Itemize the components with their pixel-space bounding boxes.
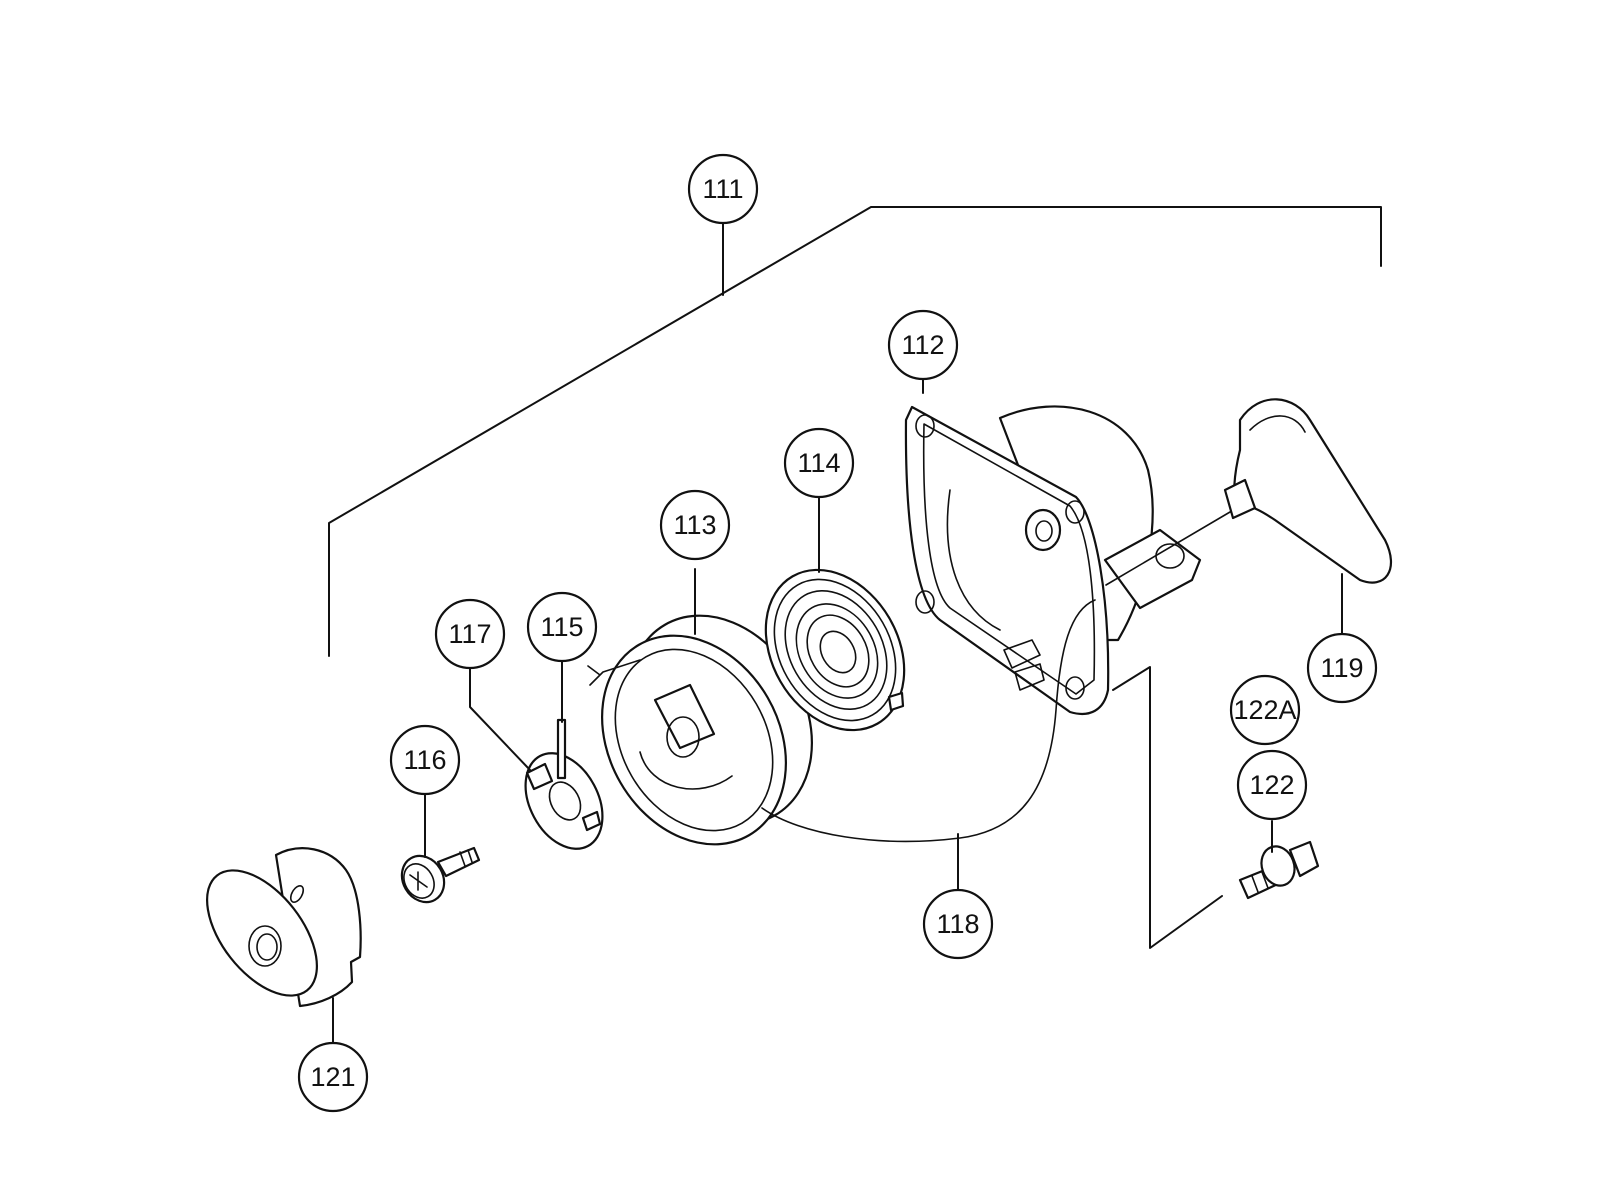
callout-121-text: 121 xyxy=(310,1062,355,1092)
callout-119: 119 xyxy=(1306,632,1378,704)
part-112-starter-case xyxy=(904,405,1202,716)
part-119-starter-handle xyxy=(1223,398,1393,584)
callout-111-text: 111 xyxy=(702,174,743,204)
part-113-reel xyxy=(587,614,813,846)
callout-115: 115 xyxy=(526,591,598,663)
callout-111: 111 xyxy=(687,153,759,225)
callout-122-text: 122 xyxy=(1249,770,1294,800)
callout-117: 117 xyxy=(434,598,506,670)
part-117-ratchet xyxy=(524,752,604,850)
callout-117-text: 117 xyxy=(448,619,491,649)
callout-112: 112 xyxy=(887,309,959,381)
callout-118: 118 xyxy=(922,888,994,960)
callout-114-text: 114 xyxy=(797,448,840,478)
callout-122a-text: 122A xyxy=(1233,695,1296,725)
part-116-screw xyxy=(400,846,481,904)
part-115-pawl-pin xyxy=(556,718,567,780)
callout-113: 113 xyxy=(659,489,731,561)
callout-119-text: 119 xyxy=(1320,653,1363,683)
leader-lines xyxy=(332,378,1343,1045)
part-121-pulley-hub xyxy=(206,847,362,1008)
callout-115-text: 115 xyxy=(540,612,583,642)
callout-116: 116 xyxy=(389,724,461,796)
assembly-bracket-111 xyxy=(328,206,1382,657)
callout-122a: 122A xyxy=(1229,674,1301,746)
part-118-starter-rope xyxy=(761,511,1231,843)
callout-114: 114 xyxy=(783,427,855,499)
callout-113-text: 113 xyxy=(673,510,716,540)
part-122-bolt xyxy=(1238,840,1320,900)
callout-118-text: 118 xyxy=(936,909,979,939)
callout-112-text: 112 xyxy=(901,330,944,360)
bracket-122-group xyxy=(1112,666,1223,949)
callout-122: 122 xyxy=(1236,749,1308,821)
callout-116-text: 116 xyxy=(403,745,446,775)
part-114-spiral-spring xyxy=(764,568,906,732)
callout-121: 121 xyxy=(297,1041,369,1113)
